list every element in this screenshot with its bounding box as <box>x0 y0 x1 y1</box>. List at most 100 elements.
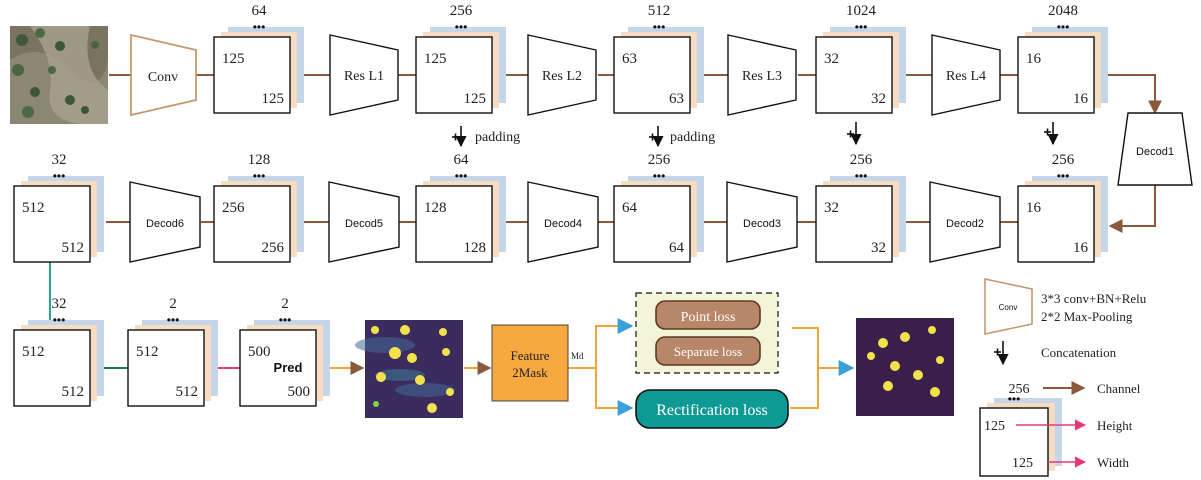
decod-layer-4: Decod4 <box>527 181 599 263</box>
res-layer-2-shape <box>527 34 597 116</box>
encoder-ellipsis-0: ••• <box>253 20 266 34</box>
head-block-front-2 <box>239 329 317 407</box>
legend-conv-line1: 3*3 conv+BN+Relu <box>1041 291 1147 306</box>
prediction-map <box>355 320 463 418</box>
legend-concat-icon <box>994 341 1009 366</box>
loss-split-connector <box>568 318 855 416</box>
decoder-height-0: 512 <box>22 200 45 216</box>
legend-conv-icon-label: Conv <box>999 303 1018 312</box>
separate-loss-label: Separate loss <box>674 344 742 359</box>
decod-layer-5-label: Decod5 <box>345 218 383 230</box>
encoder-block-front-2 <box>613 36 691 114</box>
res-layer-4-label: Res L4 <box>946 69 986 84</box>
connectors <box>106 74 1162 233</box>
skip-connections <box>452 122 1059 148</box>
point-loss-box <box>655 300 761 330</box>
rectification-loss: Rectification loss <box>635 389 789 429</box>
decod-layer-2-shape <box>929 181 1001 263</box>
rectification-loss-label: Rectification loss <box>656 402 768 419</box>
res-layer-2-label: Res L2 <box>542 69 582 84</box>
encoder-width-3: 32 <box>871 91 886 107</box>
decoder-block-front-5 <box>1017 185 1095 263</box>
decod-layer-6-label: Decod6 <box>146 218 184 230</box>
decoder-width-5: 16 <box>1073 240 1089 256</box>
decod-layer-3-shape <box>726 181 798 263</box>
head-inner-label-2: Pred <box>274 360 303 375</box>
head-channels-2: 2 <box>281 296 289 312</box>
decoder-ellipsis-2: ••• <box>455 169 468 183</box>
decoder-channels-3: 256 <box>648 152 671 168</box>
decod1-label: Decod1 <box>1136 146 1174 158</box>
head-channels-0: 32 <box>52 296 67 312</box>
res-layer-4: Res L4 <box>931 34 1001 116</box>
head-block-1: 2••• 512 512 <box>127 296 218 407</box>
decoder-ellipsis-0: ••• <box>53 169 66 183</box>
encoder-block-front-1 <box>415 36 493 114</box>
decoder-layers: Decod6 Decod5 Decod4 Decod3 Decod2 <box>129 181 1001 263</box>
feature2mask-block: Feature 2Mask <box>491 324 569 402</box>
decoder-block-front-3 <box>613 185 691 263</box>
head-width-0: 512 <box>62 384 85 400</box>
head-ellipsis-1: ••• <box>167 313 180 327</box>
decoder-height-3: 64 <box>622 200 638 216</box>
legend-channels-value: 256 <box>1009 382 1030 397</box>
decoder-block-front-1 <box>213 185 291 263</box>
feature2mask-label-1: Feature <box>511 348 550 363</box>
res-layer-4-shape <box>931 34 1001 116</box>
decod-layer-4-label: Decod4 <box>544 218 582 230</box>
res-layer-2: Res L2 <box>527 34 597 116</box>
head-height-1: 512 <box>136 344 159 360</box>
decod-layer-5-shape <box>328 181 400 263</box>
legend-height-label: Height <box>1097 418 1133 433</box>
decoder-height-5: 16 <box>1026 200 1042 216</box>
legend-example-block: ••• <box>979 392 1062 477</box>
encoder-height-4: 16 <box>1026 51 1042 67</box>
decoder-ellipsis-3: ••• <box>653 169 666 183</box>
decoder-height-4: 32 <box>824 200 839 216</box>
decod-layer-3: Decod3 <box>726 181 798 263</box>
head-channels-1: 2 <box>169 296 177 312</box>
conv-label: Conv <box>148 70 178 85</box>
encoder-block-front-3 <box>815 36 893 114</box>
encoder-blocks: 64•••125125256•••125125512•••63631024•••… <box>213 3 1108 114</box>
decod-layer-2: Decod2 <box>929 181 1001 263</box>
encoder-width-4: 16 <box>1073 91 1089 107</box>
decod-layer-5: Decod5 <box>328 181 400 263</box>
res-layer-3: Res L3 <box>727 34 797 116</box>
head-block-front-1 <box>127 329 205 407</box>
legend: Conv 3*3 conv+BN+Relu 2*2 Max-Pooling Co… <box>979 278 1147 477</box>
input-image <box>10 26 108 124</box>
encoder-channels-1: 256 <box>450 3 473 19</box>
legend-channel-label: Channel <box>1097 381 1141 396</box>
encoder-ellipsis-1: ••• <box>455 20 468 34</box>
decod-layer-6: Decod6 <box>129 181 201 263</box>
point-loss-label: Point loss <box>681 310 736 325</box>
head-width-1: 512 <box>176 384 199 400</box>
legend-conv-icon <box>984 278 1033 335</box>
res-layer-3-shape <box>727 34 797 116</box>
encoder-ellipsis-3: ••• <box>855 20 868 34</box>
head-height-0: 512 <box>22 344 45 360</box>
feature2mask-label-2: 2Mask <box>512 365 548 380</box>
decoder-width-3: 64 <box>669 240 685 256</box>
head-ellipsis-0: ••• <box>53 313 66 327</box>
head-block-front-0 <box>13 329 91 407</box>
encoder-height-0: 125 <box>222 51 245 67</box>
decoder-width-2: 128 <box>464 240 487 256</box>
encoder-width-0: 125 <box>262 91 285 107</box>
decoder-width-0: 512 <box>62 240 85 256</box>
decoder-width-4: 32 <box>871 240 886 256</box>
decoder-width-1: 256 <box>262 240 285 256</box>
decod-layer-2-label: Decod2 <box>946 218 984 230</box>
legend-conv-line2: 2*2 Max-Pooling <box>1041 309 1133 324</box>
